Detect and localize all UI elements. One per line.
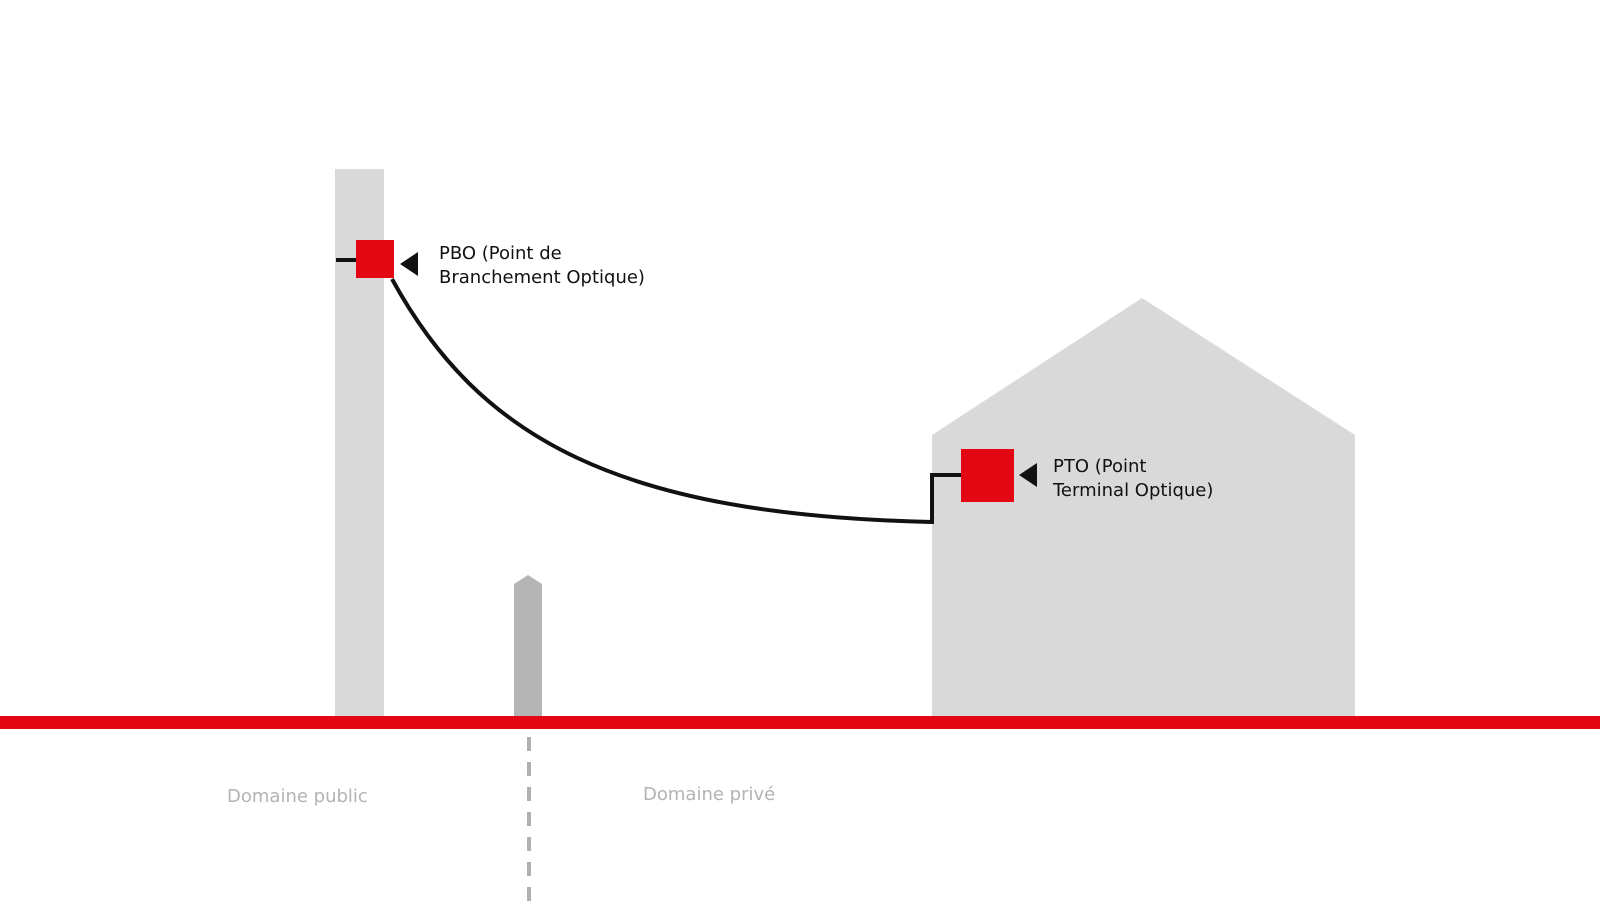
domaine-public-label: Domaine public bbox=[227, 786, 368, 807]
pbo-box bbox=[356, 240, 394, 278]
pto-label-line-1: PTO (Point bbox=[1053, 456, 1147, 477]
pbo-label-line-2: Branchement Optique) bbox=[439, 267, 645, 288]
pbo-label-line-1: PBO (Point de bbox=[439, 243, 562, 264]
triangle-left-icon bbox=[1019, 463, 1037, 487]
house bbox=[932, 298, 1355, 716]
pto-box bbox=[961, 449, 1014, 502]
pto-label: PTO (Point Terminal Optique) bbox=[1053, 455, 1213, 503]
fiber-drop-cable bbox=[390, 278, 962, 525]
ground-line bbox=[0, 716, 1600, 729]
pto-label-line-2: Terminal Optique) bbox=[1053, 480, 1214, 501]
boundary-post bbox=[514, 575, 542, 716]
pbo-label: PBO (Point de Branchement Optique) bbox=[439, 242, 645, 290]
triangle-left-icon bbox=[400, 252, 418, 276]
domaine-prive-label: Domaine privé bbox=[643, 784, 776, 805]
